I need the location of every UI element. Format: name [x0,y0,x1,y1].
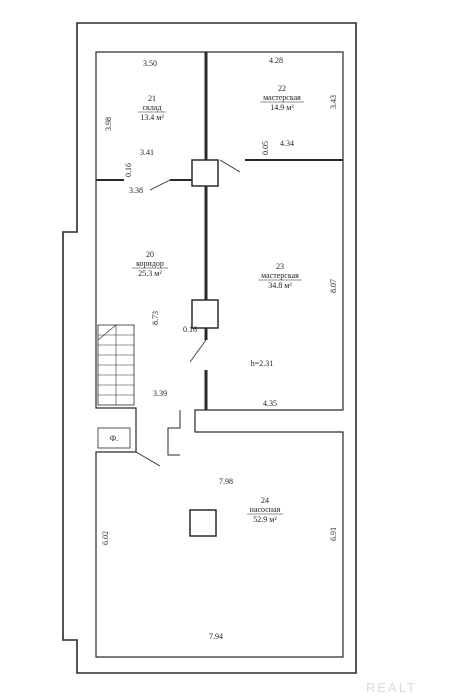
dim-label: 8.73 [151,311,160,325]
dim-label: 3.50 [143,59,157,68]
room-21-label: 21 склад 13.4 м² [138,94,166,122]
room-name: мастерская [261,271,299,280]
room-name: мастерская [263,93,301,102]
room-number: 22 [278,84,286,93]
dim-label: 3.38 [129,186,143,195]
height-note: h=2.31 [251,359,274,368]
room-number: 24 [261,496,269,505]
dim-label: 7.98 [219,477,233,486]
room-23-label: 23 мастерская 34.8 м² [258,262,302,290]
column-middle [191,299,219,329]
dim-label: 6.02 [101,531,110,545]
room-22-label: 22 мастерская 14.9 м² [260,84,304,112]
room-name: коридор [136,259,164,268]
watermark: REALT [366,680,417,695]
dim-label: 4.34 [280,139,294,148]
dim-label: 4.28 [269,56,283,65]
dim-label: 6.91 [329,527,338,541]
room-area: 34.8 м² [268,281,292,290]
room-number: 20 [146,250,154,259]
dim-label: 3.43 [329,95,338,109]
dim-label: 3.39 [153,389,167,398]
phi-label: Ф. [110,434,118,443]
room-area: 25.3 м² [138,269,162,278]
column-lower [189,509,217,537]
dim-label: 3.41 [140,148,154,157]
dim-label: 7.94 [209,632,223,641]
dim-label: 0.16 [183,325,197,334]
phi-box [97,427,131,449]
room-area: 13.4 м² [140,113,164,122]
room-24-label: 24 насосная 52.9 м² [247,496,283,524]
room-number: 21 [148,94,156,103]
dim-label: 0.16 [124,163,133,177]
room-20-label: 20 коридор 25.3 м² [132,250,168,278]
outer-walls [62,22,357,674]
room-area: 52.9 м² [253,515,277,524]
dim-label: 0.05 [261,141,270,155]
interior-walls [96,52,343,537]
room-name: насосная [250,505,281,514]
room-name: склад [142,103,161,112]
column-upper [191,159,219,187]
dim-label: 3.98 [104,117,113,131]
dim-label: 4.35 [263,399,277,408]
room-area: 14.9 м² [270,103,294,112]
staircase [97,324,135,406]
dimension-labels: 3.50 4.28 3.98 3.43 0.16 3.41 3.38 0.05 … [101,56,338,641]
dim-label: 8.07 [329,279,338,293]
room-number: 23 [276,262,284,271]
